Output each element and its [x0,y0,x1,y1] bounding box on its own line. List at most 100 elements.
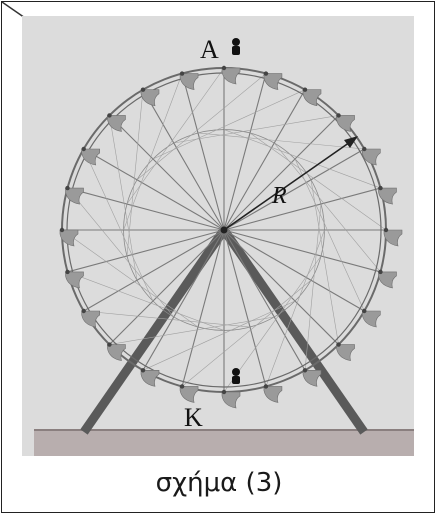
gondola-pivot [336,113,341,118]
gondola-pivot [336,342,341,347]
brace [126,89,144,257]
wheel [59,65,403,409]
spoke [223,229,365,312]
gondola [336,115,355,132]
spoke [223,115,339,231]
brace [273,142,381,273]
gondola-pivot [179,384,185,389]
gondola-pivot [81,308,86,314]
label-radius: R [271,183,287,209]
support-leg-right [220,227,368,435]
gondola [65,187,84,205]
gondola [140,89,160,107]
gondola [361,310,381,328]
spoke [223,229,306,371]
gondola [378,187,397,205]
gondola [336,344,355,361]
radius-arrow-icon [223,136,358,231]
person-icon-top [232,38,240,55]
gondola [81,148,101,166]
brace [67,271,225,331]
spoke [83,229,225,312]
brace [223,255,322,393]
gondola-pivot [65,269,70,275]
gondola [383,229,403,247]
brace [173,115,339,144]
spoke [223,229,267,387]
gondola-pivot [302,368,308,373]
spoke [142,89,225,231]
gondola-pivot [362,308,367,314]
spoke [223,73,267,231]
gondola [179,73,199,90]
gondola-pivot [378,185,383,191]
gondola [107,344,126,361]
spoke [223,229,339,345]
gondola [263,73,283,90]
ground [34,430,414,456]
brace [67,187,175,318]
brace [310,179,339,345]
brace [249,132,387,231]
brace [152,89,306,160]
gondola-pivot [378,269,383,275]
spoke [181,229,225,387]
gondola [107,115,126,132]
gondola [263,386,283,403]
spoke [223,148,365,231]
spoke [67,187,225,231]
gondola-pivot [263,71,269,76]
gondola [65,271,84,289]
brace [265,229,325,387]
gondola [302,369,322,387]
brace [109,115,138,281]
gondola [361,148,381,166]
gondola [81,310,101,328]
spoke [109,115,225,231]
spoke [142,229,225,371]
spoke [223,89,306,231]
spoke [223,187,381,231]
gondola [302,89,322,107]
brace [61,229,199,328]
gondola-pivot [263,384,269,389]
gondola-pivot [179,71,185,76]
gondola-pivot [221,389,227,395]
gondola-pivot [107,113,112,118]
gondola-pivot [362,146,367,152]
gondola-pivot [221,65,227,71]
brace [83,310,251,328]
gondola-pivot [140,368,146,373]
gondola-pivot [302,87,308,92]
spoke [109,229,225,345]
brace [181,279,312,387]
gondola-pivot [81,146,86,152]
spoke [223,229,381,273]
brace [83,148,154,302]
brace [223,129,381,189]
gondola-pivot [140,87,146,92]
spoke [181,73,225,231]
gondola [179,386,199,403]
label-top-point: A [200,35,219,64]
gondola [378,271,397,289]
person-icon-bottom [232,368,240,384]
support-leg-left [80,227,228,435]
gondola [140,369,160,387]
brace [126,67,225,205]
gondola [59,229,79,247]
brace [109,316,275,345]
gondola-pivot [107,342,112,347]
gondola-pivot [383,227,389,233]
spoke [83,148,225,231]
gondola-pivot [65,185,70,191]
brace [123,73,183,231]
gondola-pivot [59,227,65,233]
gondola [221,391,241,409]
label-bottom-point: K [184,403,203,432]
spoke [67,229,225,273]
brace [197,132,365,150]
brace [136,73,267,181]
brace [294,158,365,312]
